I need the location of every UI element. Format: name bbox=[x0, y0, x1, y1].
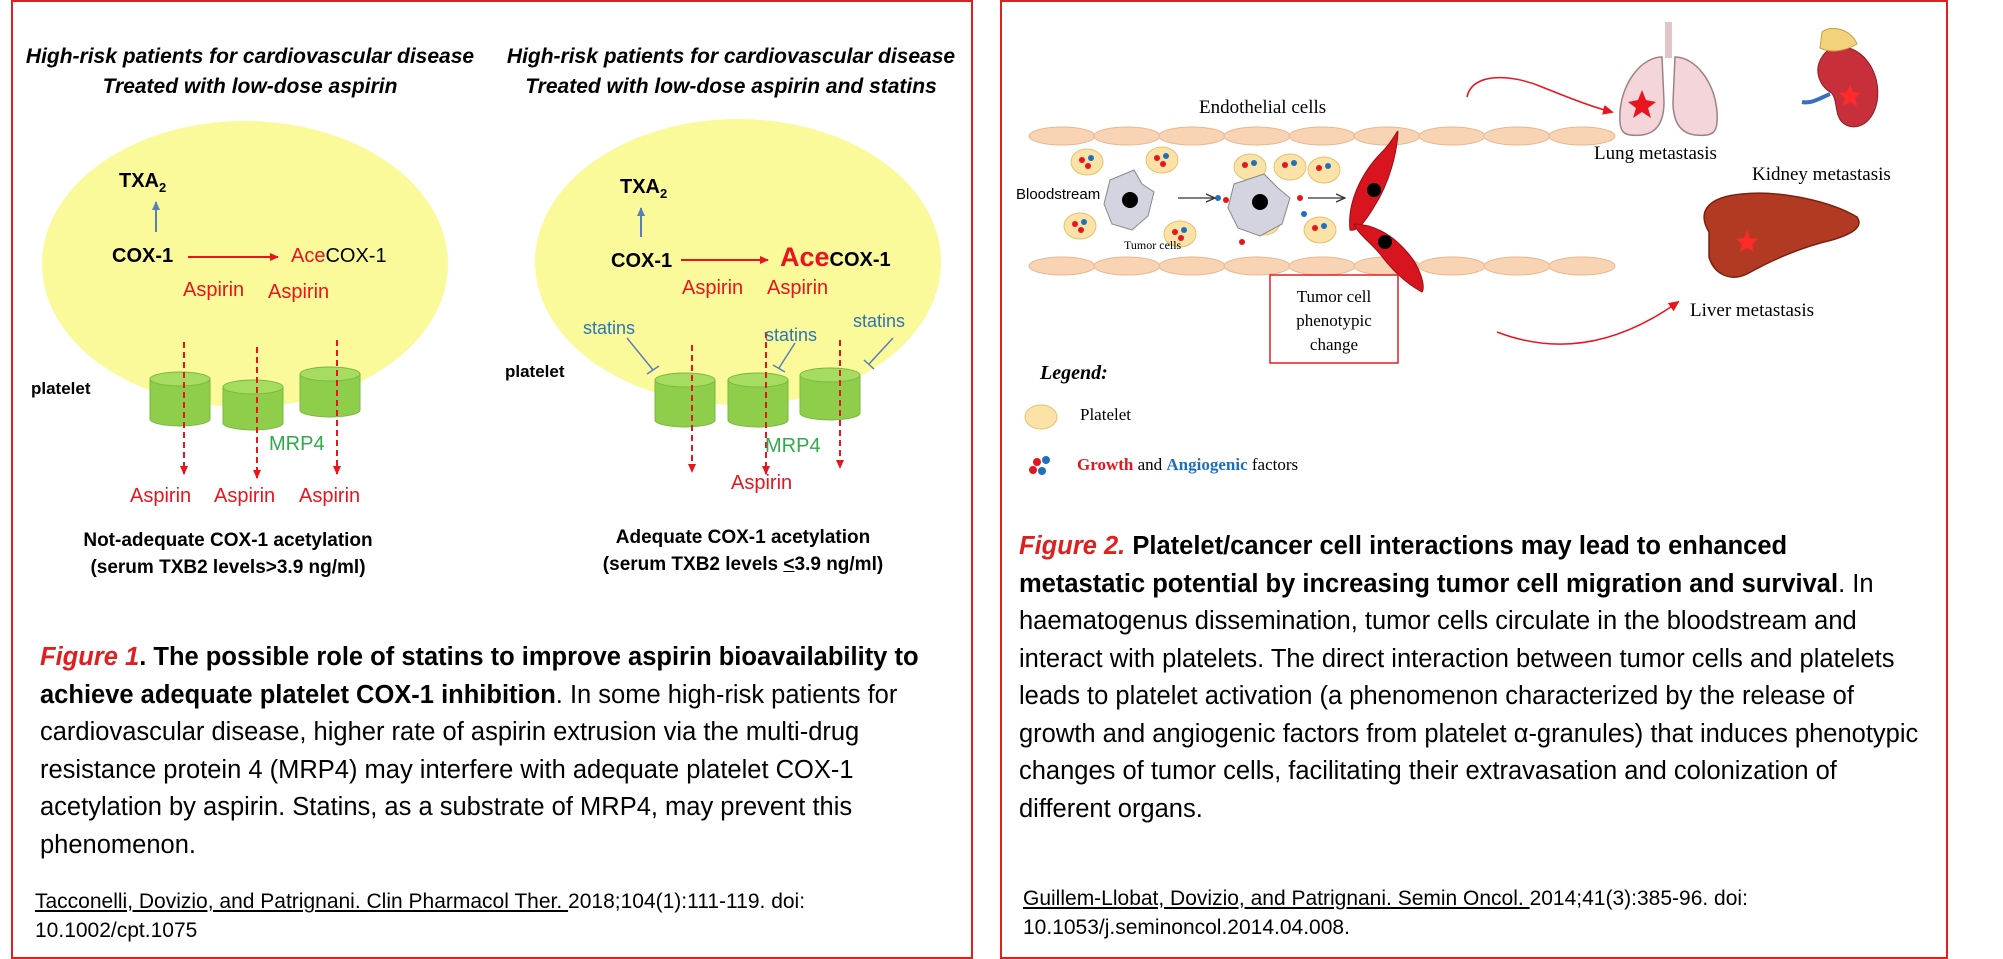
platelet-cell-right bbox=[535, 119, 941, 405]
reference-citation: 2014;41(3):385-96. doi: 10.1053/j.semino… bbox=[1023, 887, 1748, 939]
lung-metastasis-label: Lung metastasis bbox=[1594, 143, 1717, 164]
mrp4-transporters-left bbox=[149, 366, 361, 431]
right-scenario-header: High-risk patients for cardiovascular di… bbox=[493, 42, 969, 102]
platelet-label-left: platelet bbox=[31, 379, 91, 398]
aspirin-label: Aspirin bbox=[682, 277, 744, 299]
metastasis-arrow-lung bbox=[1466, 76, 1614, 115]
figure-2-caption: Figure 2. Platelet/cancer cell interacti… bbox=[1019, 528, 1919, 828]
aspirin-label: Aspirin bbox=[299, 485, 361, 507]
header-line: Treated with low-dose aspirin and statin… bbox=[525, 75, 937, 98]
endothelial-layer-top bbox=[1028, 126, 1616, 146]
platelet-label-right: platelet bbox=[505, 362, 565, 381]
legend-factors-label: Growth and Angiogenic factors bbox=[1077, 455, 1299, 474]
tumor-cells-label: Tumor cells bbox=[1124, 238, 1182, 252]
kidney-metastasis-label: Kidney metastasis bbox=[1752, 164, 1891, 185]
acecox1-label-left: AceCOX-1 bbox=[291, 245, 387, 267]
kidney-icon bbox=[1801, 28, 1879, 128]
endothelial-cells-label: Endothelial cells bbox=[1199, 97, 1327, 118]
figure-1-panel: High-risk patients for cardiovascular di… bbox=[11, 0, 973, 959]
liver-icon bbox=[1703, 192, 1860, 278]
statins-label: statins bbox=[765, 325, 818, 345]
txa2-label-left: TXA2 bbox=[119, 170, 167, 195]
aspirin-label: Aspirin bbox=[214, 485, 276, 507]
result-line: Adequate COX-1 acetylation bbox=[615, 527, 871, 548]
liver-metastasis-label: Liver metastasis bbox=[1690, 300, 1814, 321]
figure-1-caption: Figure 1. The possible role of statins t… bbox=[40, 639, 960, 864]
phenotypic-change-label: Tumor cell phenotypic change bbox=[1270, 285, 1398, 357]
right-result: Adequate COX-1 acetylation (serum TXB2 l… bbox=[578, 524, 908, 578]
cox1-label-right: COX-1 bbox=[611, 250, 673, 272]
legend-title: Legend: bbox=[1040, 362, 1108, 384]
mrp4-label-left: MRP4 bbox=[269, 433, 325, 455]
figure-2-diagram bbox=[1024, 22, 1879, 475]
migrating-tumor-cell-2 bbox=[1353, 223, 1424, 293]
label-line: change bbox=[1309, 335, 1359, 354]
figure-1-title: The possible role of statins to improve … bbox=[40, 643, 919, 709]
platelets-group bbox=[1063, 146, 1341, 248]
legend-platelet-label: Platelet bbox=[1080, 405, 1131, 424]
acecox1-label-right: AceCOX-1 bbox=[780, 242, 891, 272]
lungs-icon bbox=[1619, 22, 1718, 137]
aspirin-arrows-right bbox=[688, 332, 844, 475]
platelet-cell-left bbox=[42, 121, 448, 407]
aspirin-label: Aspirin bbox=[130, 485, 192, 507]
result-line: (serum TXB2 levels>3.9 ng/ml) bbox=[90, 557, 366, 578]
reference-authors-link[interactable]: Guillem-Llobat, Dovizio, and Patrignani.… bbox=[1023, 887, 1530, 910]
statins-label: statins bbox=[583, 318, 636, 338]
mrp4-transporters-right bbox=[654, 367, 861, 428]
figure-2-panel: Endothelial cells Bloodstream Tumor cell… bbox=[1000, 0, 1948, 959]
figure-1-body: . In some high-risk patients for cardiov… bbox=[40, 680, 898, 859]
cox1-label-left: COX-1 bbox=[112, 245, 174, 267]
figure-1-label: Figure 1 bbox=[40, 643, 140, 671]
header-line: High-risk patients for cardiovascular di… bbox=[25, 45, 475, 68]
left-scenario-header: High-risk patients for cardiovascular di… bbox=[15, 42, 485, 102]
header-line: Treated with low-dose aspirin bbox=[102, 75, 398, 98]
header-line: High-risk patients for cardiovascular di… bbox=[506, 45, 956, 68]
statins-label: statins bbox=[853, 311, 906, 331]
released-factors bbox=[1215, 195, 1307, 245]
figure-2-body: . In haematogenus dissemination, tumor c… bbox=[1019, 569, 1919, 823]
legend-platelet-icon bbox=[1024, 404, 1058, 430]
bloodstream-label: Bloodstream bbox=[1016, 186, 1101, 203]
tumor-cell-2 bbox=[1227, 173, 1291, 237]
endothelial-layer-bottom bbox=[1028, 256, 1616, 276]
legend-factors-icon bbox=[1029, 456, 1050, 475]
label-line: Tumor cell bbox=[1296, 287, 1372, 306]
label-line: phenotypic bbox=[1296, 311, 1372, 330]
reference-authors-link[interactable]: Tacconelli, Dovizio, and Patrignani. Cli… bbox=[35, 890, 569, 913]
aspirin-label: Aspirin bbox=[767, 277, 829, 299]
figure-2-title: Platelet/cancer cell interactions may le… bbox=[1019, 532, 1839, 598]
figure-2-reference: Guillem-Llobat, Dovizio, and Patrignani.… bbox=[1023, 884, 1903, 942]
aspirin-label: Aspirin bbox=[268, 281, 330, 303]
mrp4-label-right: MRP4 bbox=[765, 435, 821, 457]
reference-citation: 2018;104(1):111-119. doi: 10.1002/cpt.10… bbox=[35, 890, 806, 942]
txa2-label-right: TXA2 bbox=[620, 176, 668, 201]
metastasis-arrow-liver bbox=[1496, 300, 1680, 345]
aspirin-label: Aspirin bbox=[183, 279, 245, 301]
aspirin-label: Aspirin bbox=[731, 472, 793, 494]
figure-2-label: Figure 2. bbox=[1019, 532, 1126, 560]
migrating-tumor-cell-1 bbox=[1349, 130, 1399, 231]
result-line: (serum TXB2 levels <3.9 ng/ml) bbox=[602, 554, 884, 575]
tumor-cell-1 bbox=[1103, 169, 1155, 231]
result-line: Not-adequate COX-1 acetylation bbox=[83, 530, 373, 551]
phenotypic-change-box bbox=[1269, 274, 1399, 364]
left-result: Not-adequate COX-1 acetylation (serum TX… bbox=[53, 527, 403, 581]
aspirin-efflux-arrows-left bbox=[180, 340, 341, 479]
figure-1-reference: Tacconelli, Dovizio, and Patrignani. Cli… bbox=[35, 887, 935, 945]
caption-dot: . bbox=[139, 643, 147, 671]
figure-1-diagram bbox=[42, 119, 941, 479]
statins-inhibition-lines bbox=[626, 337, 894, 375]
